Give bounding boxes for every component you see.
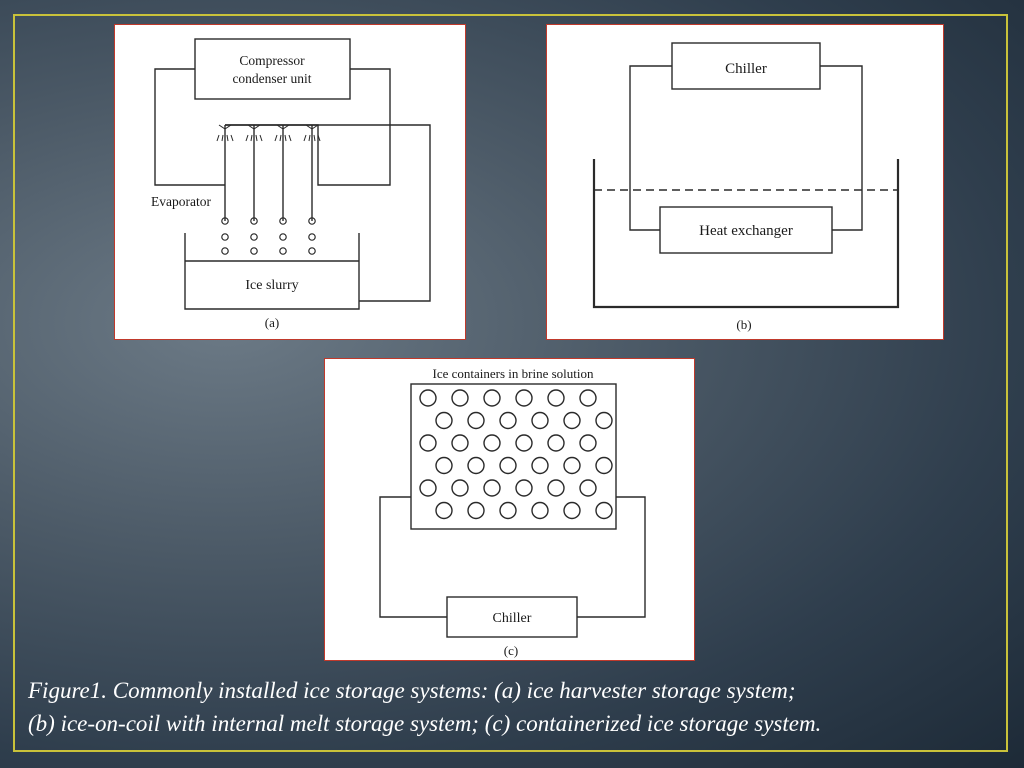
caption-line-2: (b) ice-on-coil with internal melt stora… (28, 711, 822, 736)
ice-container (499, 501, 517, 520)
ice-container (515, 479, 533, 497)
panel-a-ice-harvester: Compressor condenser unit Evaporator Ice… (114, 24, 466, 340)
panel-c-sublabel: (c) (504, 643, 518, 658)
heat-exchanger-label: Heat exchanger (699, 223, 793, 239)
caption-line-1: Figure1. Commonly installed ice storage … (28, 678, 796, 703)
ice-container (451, 434, 469, 452)
ice-container (499, 411, 517, 430)
panel-b-diagram: Chiller Heat exchanger (b) (592, 42, 900, 332)
ice-container (467, 501, 485, 520)
ice-container (547, 434, 565, 452)
compressor-unit-box (194, 38, 351, 100)
ice-container (579, 389, 597, 407)
brine-title: Ice containers in brine solution (432, 366, 594, 381)
ice-container (547, 389, 565, 407)
ice-container (435, 456, 453, 475)
water-return-line (225, 124, 431, 302)
right-refrigerant-line (225, 68, 391, 186)
ice-pieces (221, 217, 316, 255)
heat-exchanger-box (659, 206, 833, 254)
left-refrigerant-line (154, 68, 225, 186)
ice-container (595, 501, 613, 520)
panel-b-sublabel: (b) (736, 317, 751, 332)
ice-container (483, 479, 501, 497)
ice-container (451, 479, 469, 497)
figure-caption: Figure1. Commonly installed ice storage … (28, 674, 1018, 740)
ice-container (531, 411, 549, 430)
panel-c-diagram: Ice containers in brine solution Chiller… (379, 366, 646, 658)
storage-tank (592, 159, 900, 309)
ice-container (579, 479, 597, 497)
ice-container (595, 456, 613, 475)
chiller-supply-line (629, 65, 672, 231)
ice-container (515, 389, 533, 407)
ice-slurry-tank (184, 233, 360, 310)
ice-container (451, 389, 469, 407)
panel-c-containerized: Ice containers in brine solution Chiller… (324, 358, 695, 661)
ice-slurry-label: Ice slurry (245, 278, 298, 293)
ice-container (579, 434, 597, 452)
panel-a-diagram: Compressor condenser unit Evaporator Ice… (151, 38, 431, 330)
brine-tank (410, 383, 617, 530)
ice-container (563, 501, 581, 520)
slide-frame (13, 14, 1008, 752)
panel-b-ice-on-coil: Chiller Heat exchanger (b) (546, 24, 944, 340)
ice-container (515, 434, 533, 452)
chiller-return-line (820, 65, 863, 231)
right-brine-line (577, 496, 646, 618)
ice-container-grid (419, 389, 613, 520)
chiller-label: Chiller (725, 61, 767, 77)
ice-container (419, 479, 437, 497)
ice-container (563, 456, 581, 475)
ice-container (483, 389, 501, 407)
ice-container (419, 389, 437, 407)
ice-container (467, 411, 485, 430)
evaporator-label: Evaporator (151, 194, 211, 209)
chiller-box-c (446, 596, 578, 638)
ice-container (531, 501, 549, 520)
ice-container (547, 479, 565, 497)
spray-nozzles (216, 124, 321, 142)
ice-container (419, 434, 437, 452)
ice-container (435, 411, 453, 430)
left-brine-line (379, 496, 447, 618)
compressor-label-line2: condenser unit (232, 71, 311, 86)
ice-container (531, 456, 549, 475)
chiller-label-c: Chiller (493, 611, 532, 626)
ice-container (435, 501, 453, 520)
compressor-label-line1: Compressor (239, 53, 305, 68)
ice-container (499, 456, 517, 475)
panel-a-sublabel: (a) (265, 315, 279, 330)
ice-container (563, 411, 581, 430)
ice-container (467, 456, 485, 475)
ice-container (483, 434, 501, 452)
ice-container (595, 411, 613, 430)
